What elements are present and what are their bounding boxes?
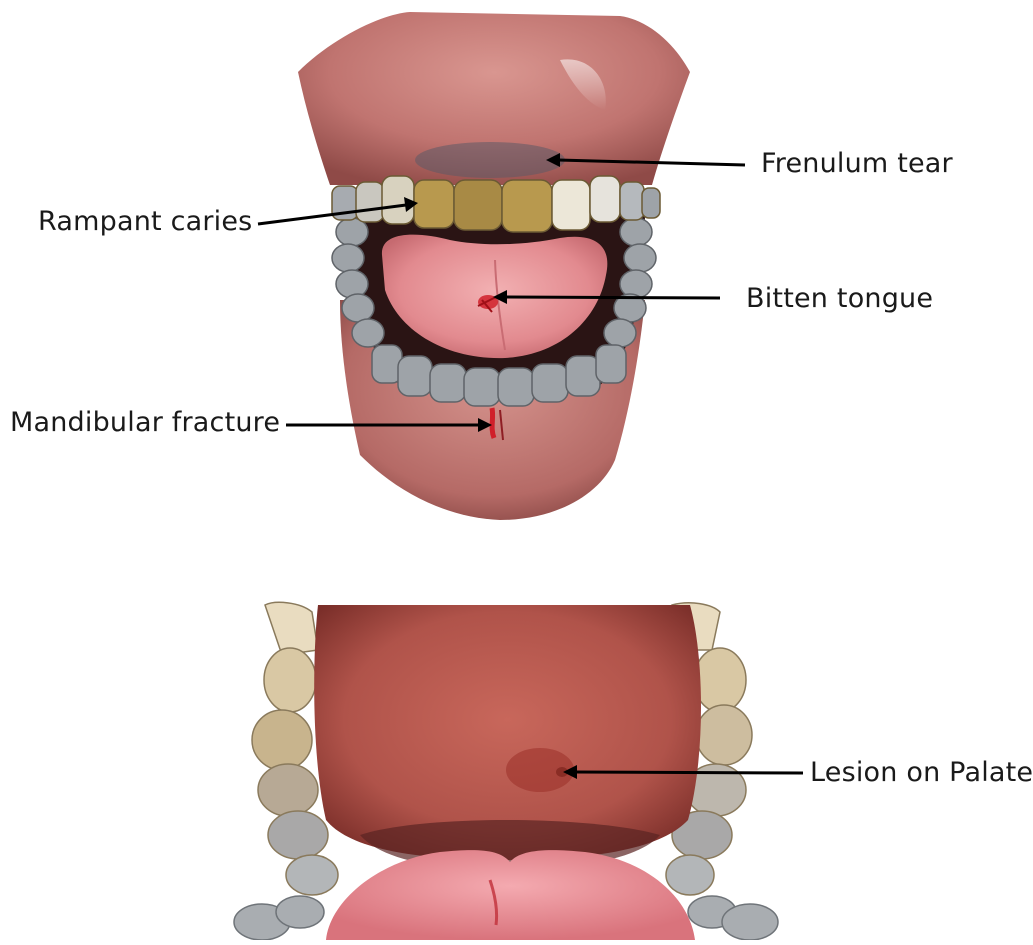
- label-rampant-caries: Rampant caries: [38, 206, 252, 237]
- frenulum-bruise: [415, 142, 565, 178]
- label-bitten-tongue: Bitten tongue: [746, 283, 933, 314]
- lower-tongue: [326, 850, 695, 940]
- label-lesion-on-palate: Lesion on Palate: [810, 757, 1033, 788]
- palate-lesion: [506, 748, 574, 792]
- label-mandibular-fracture: Mandibular fracture: [10, 407, 280, 438]
- open-mouth-illustration: [298, 12, 690, 520]
- label-frenulum-tear: Frenulum tear: [761, 148, 953, 179]
